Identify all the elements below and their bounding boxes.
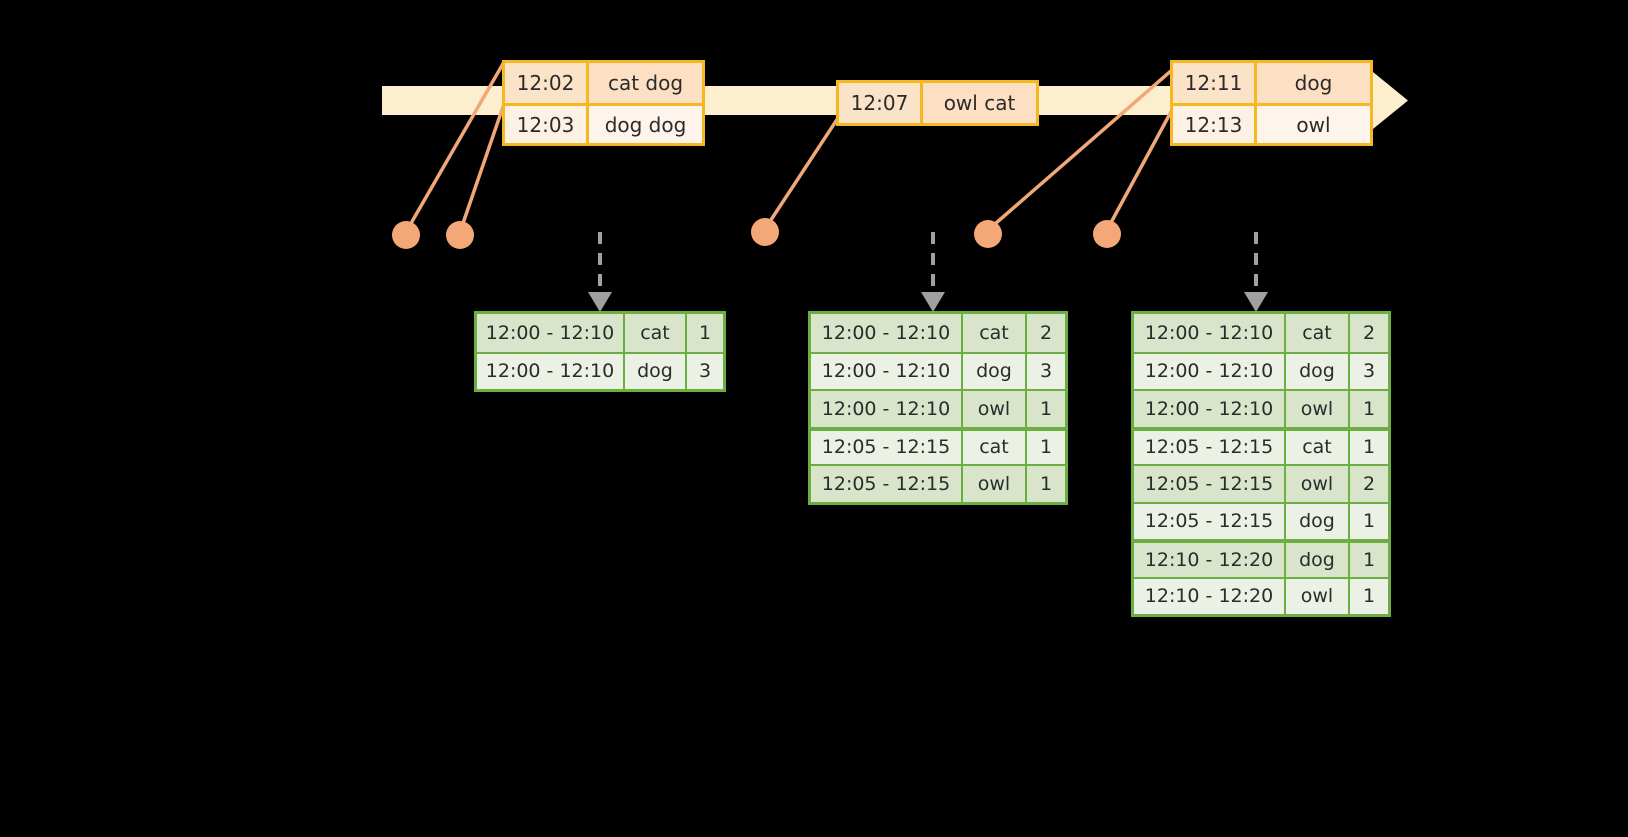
event-dots <box>392 218 1121 249</box>
table-row[interactable]: 12:05 - 12:15 dog 1 <box>1134 501 1388 539</box>
event-words: dog dog <box>589 106 702 143</box>
cell-window: 12:05 - 12:15 <box>1134 466 1286 502</box>
cell-window: 12:05 - 12:15 <box>1134 430 1286 464</box>
cell-count: 1 <box>1350 430 1388 464</box>
event-words: owl <box>1257 106 1370 143</box>
table-row[interactable]: 12:05 - 12:15 cat 1 <box>1134 426 1388 464</box>
event-time: 12:02 <box>505 63 589 103</box>
cell-word: dog <box>963 353 1027 389</box>
cell-count: 3 <box>1350 353 1388 389</box>
table-row[interactable]: 12:00 - 12:10 owl 1 <box>811 389 1065 427</box>
cell-word: dog <box>1286 503 1350 539</box>
table-row[interactable]: 12:10 - 12:20 owl 1 <box>1134 576 1388 614</box>
event-group-2[interactable]: 12:07 owl cat <box>836 80 1039 126</box>
dashed-arrow-heads <box>588 292 1268 312</box>
event-dot-4 <box>974 220 1002 248</box>
table-row[interactable]: 12:10 - 12:20 dog 1 <box>1134 539 1388 577</box>
event-time: 12:13 <box>1173 106 1257 143</box>
table-row[interactable]: 12:00 - 12:10 cat 1 <box>477 314 723 352</box>
cell-word: owl <box>1286 391 1350 427</box>
event-words: dog <box>1257 63 1370 103</box>
result-table-1[interactable]: 12:00 - 12:10 cat 1 12:00 - 12:10 dog 3 <box>474 311 726 392</box>
cell-count: 1 <box>1027 466 1065 502</box>
cell-word: dog <box>1286 353 1350 389</box>
cell-window: 12:00 - 12:10 <box>477 353 625 389</box>
result-table-3[interactable]: 12:00 - 12:10 cat 2 12:00 - 12:10 dog 3 … <box>1131 311 1391 617</box>
cell-word: owl <box>1286 466 1350 502</box>
event-group-1[interactable]: 12:02 cat dog 12:03 dog dog <box>502 60 705 146</box>
cell-window: 12:00 - 12:10 <box>1134 391 1286 427</box>
cell-window: 12:00 - 12:10 <box>811 314 963 352</box>
cell-count: 2 <box>1027 314 1065 352</box>
event-dot-2 <box>446 221 474 249</box>
cell-word: cat <box>1286 430 1350 464</box>
cell-count: 1 <box>1350 543 1388 577</box>
cell-window: 12:00 - 12:10 <box>811 353 963 389</box>
cell-count: 2 <box>1350 314 1388 352</box>
table-row[interactable]: 12:00 - 12:10 dog 3 <box>1134 351 1388 389</box>
event-time: 12:11 <box>1173 63 1257 103</box>
cell-word: cat <box>1286 314 1350 352</box>
event-dot-5 <box>1093 220 1121 248</box>
cell-window: 12:00 - 12:10 <box>811 391 963 427</box>
event-row[interactable]: 12:13 owl <box>1173 103 1370 143</box>
cell-window: 12:05 - 12:15 <box>1134 503 1286 539</box>
event-dot-1 <box>392 221 420 249</box>
cell-window: 12:00 - 12:10 <box>477 314 625 352</box>
event-words: owl cat <box>923 83 1036 123</box>
cell-count: 1 <box>1350 391 1388 427</box>
table-row[interactable]: 12:05 - 12:15 owl 2 <box>1134 464 1388 502</box>
event-time: 12:07 <box>839 83 923 123</box>
cell-count: 1 <box>1027 430 1065 464</box>
cell-count: 1 <box>687 314 723 352</box>
cell-word: cat <box>963 314 1027 352</box>
table-row[interactable]: 12:05 - 12:15 cat 1 <box>811 426 1065 464</box>
cell-window: 12:05 - 12:15 <box>811 466 963 502</box>
event-row[interactable]: 12:03 dog dog <box>505 103 702 143</box>
cell-word: cat <box>963 430 1027 464</box>
event-row[interactable]: 12:07 owl cat <box>839 83 1036 123</box>
event-time: 12:03 <box>505 106 589 143</box>
cell-word: owl <box>963 466 1027 502</box>
table-row[interactable]: 12:00 - 12:10 cat 2 <box>811 314 1065 352</box>
table-row[interactable]: 12:00 - 12:10 owl 1 <box>1134 389 1388 427</box>
cell-window: 12:05 - 12:15 <box>811 430 963 464</box>
cell-count: 1 <box>1350 578 1388 614</box>
table-row[interactable]: 12:00 - 12:10 cat 2 <box>1134 314 1388 352</box>
cell-window: 12:10 - 12:20 <box>1134 543 1286 577</box>
event-words: cat dog <box>589 63 702 103</box>
table-row[interactable]: 12:00 - 12:10 dog 3 <box>811 351 1065 389</box>
event-row[interactable]: 12:02 cat dog <box>505 63 702 103</box>
event-dot-3 <box>751 218 779 246</box>
event-row[interactable]: 12:11 dog <box>1173 63 1370 103</box>
cell-word: owl <box>963 391 1027 427</box>
cell-count: 3 <box>687 353 723 389</box>
cell-count: 1 <box>1350 503 1388 539</box>
cell-word: dog <box>625 353 687 389</box>
cell-word: dog <box>1286 543 1350 577</box>
cell-count: 1 <box>1027 391 1065 427</box>
cell-count: 3 <box>1027 353 1065 389</box>
cell-window: 12:00 - 12:10 <box>1134 314 1286 352</box>
cell-count: 2 <box>1350 466 1388 502</box>
result-table-2[interactable]: 12:00 - 12:10 cat 2 12:00 - 12:10 dog 3 … <box>808 311 1068 505</box>
cell-window: 12:10 - 12:20 <box>1134 578 1286 614</box>
table-row[interactable]: 12:05 - 12:15 owl 1 <box>811 464 1065 502</box>
dashed-arrows <box>598 232 1258 292</box>
cell-word: owl <box>1286 578 1350 614</box>
event-group-3[interactable]: 12:11 dog 12:13 owl <box>1170 60 1373 146</box>
cell-word: cat <box>625 314 687 352</box>
cell-window: 12:00 - 12:10 <box>1134 353 1286 389</box>
table-row[interactable]: 12:00 - 12:10 dog 3 <box>477 351 723 389</box>
